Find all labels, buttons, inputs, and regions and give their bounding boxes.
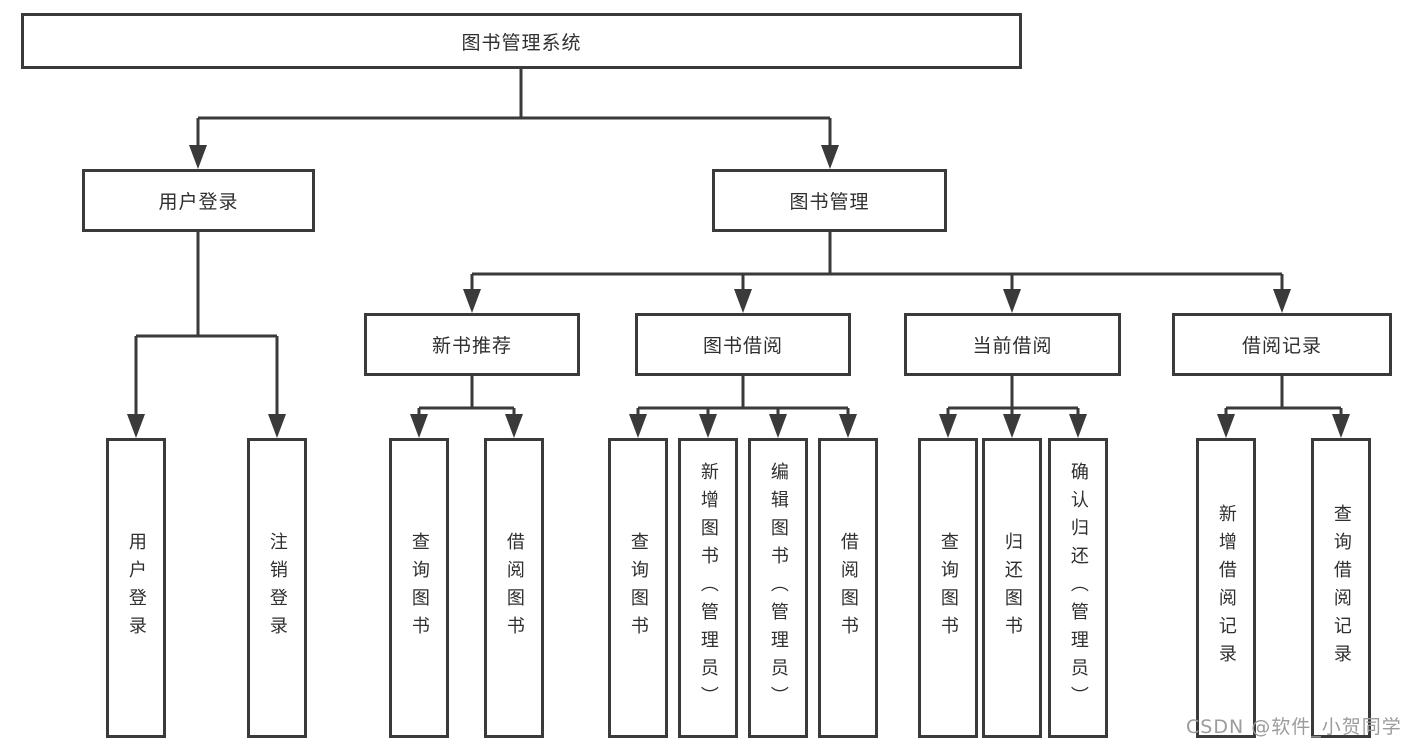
leaf-query-books-current: 查询图书 [918, 438, 978, 738]
leaf-add-book-admin: 新增图书（管理员） [678, 438, 738, 738]
leaf-label: 确认归还（管理员） [1067, 462, 1089, 714]
leaf-borrow-books-recommend: 借阅图书 [484, 438, 544, 738]
leaf-label: 新增借阅记录 [1215, 504, 1237, 672]
leaf-add-borrow-record: 新增借阅记录 [1196, 438, 1256, 738]
node-new-book-recommend: 新书推荐 [364, 313, 580, 376]
leaf-query-books-borrow: 查询图书 [608, 438, 668, 738]
node-label: 用户登录 [158, 191, 239, 213]
node-label: 图书借阅 [702, 335, 783, 357]
leaf-user-login: 用户登录 [106, 438, 166, 738]
leaf-label: 查询图书 [408, 532, 430, 644]
leaf-label: 用户登录 [125, 532, 147, 644]
leaf-label: 归还图书 [1001, 532, 1023, 644]
node-label: 新书推荐 [431, 335, 512, 357]
leaf-borrow-books: 借阅图书 [818, 438, 878, 738]
leaf-label: 借阅图书 [837, 532, 859, 644]
leaf-label: 注销登录 [266, 532, 288, 644]
leaf-return-book: 归还图书 [982, 438, 1042, 738]
node-label: 图书管理 [789, 191, 870, 213]
leaf-label: 查询图书 [627, 532, 649, 644]
node-label: 图书管理系统 [461, 31, 582, 54]
node-label: 借阅记录 [1241, 335, 1322, 357]
leaf-label: 查询借阅记录 [1330, 504, 1352, 672]
leaf-label: 查询图书 [937, 532, 959, 644]
leaf-query-borrow-record: 查询借阅记录 [1311, 438, 1371, 738]
leaf-label: 编辑图书（管理员） [767, 462, 789, 714]
node-library-system: 图书管理系统 [21, 13, 1022, 69]
leaf-label: 借阅图书 [503, 532, 525, 644]
node-label: 当前借阅 [972, 335, 1053, 357]
node-current-borrowing: 当前借阅 [904, 313, 1121, 376]
leaf-confirm-return-admin: 确认归还（管理员） [1048, 438, 1108, 738]
arrowheads [127, 145, 1350, 438]
node-user-login: 用户登录 [82, 169, 315, 232]
node-book-management: 图书管理 [712, 169, 947, 232]
leaf-query-books-recommend: 查询图书 [389, 438, 449, 738]
leaf-edit-book-admin: 编辑图书（管理员） [748, 438, 808, 738]
node-book-borrowing: 图书借阅 [635, 313, 851, 376]
leaf-logout: 注销登录 [247, 438, 307, 738]
node-borrowing-records: 借阅记录 [1172, 313, 1392, 376]
leaf-label: 新增图书（管理员） [697, 462, 719, 714]
csdn-watermark: CSDN @软件_小贺同学 [1186, 716, 1402, 738]
